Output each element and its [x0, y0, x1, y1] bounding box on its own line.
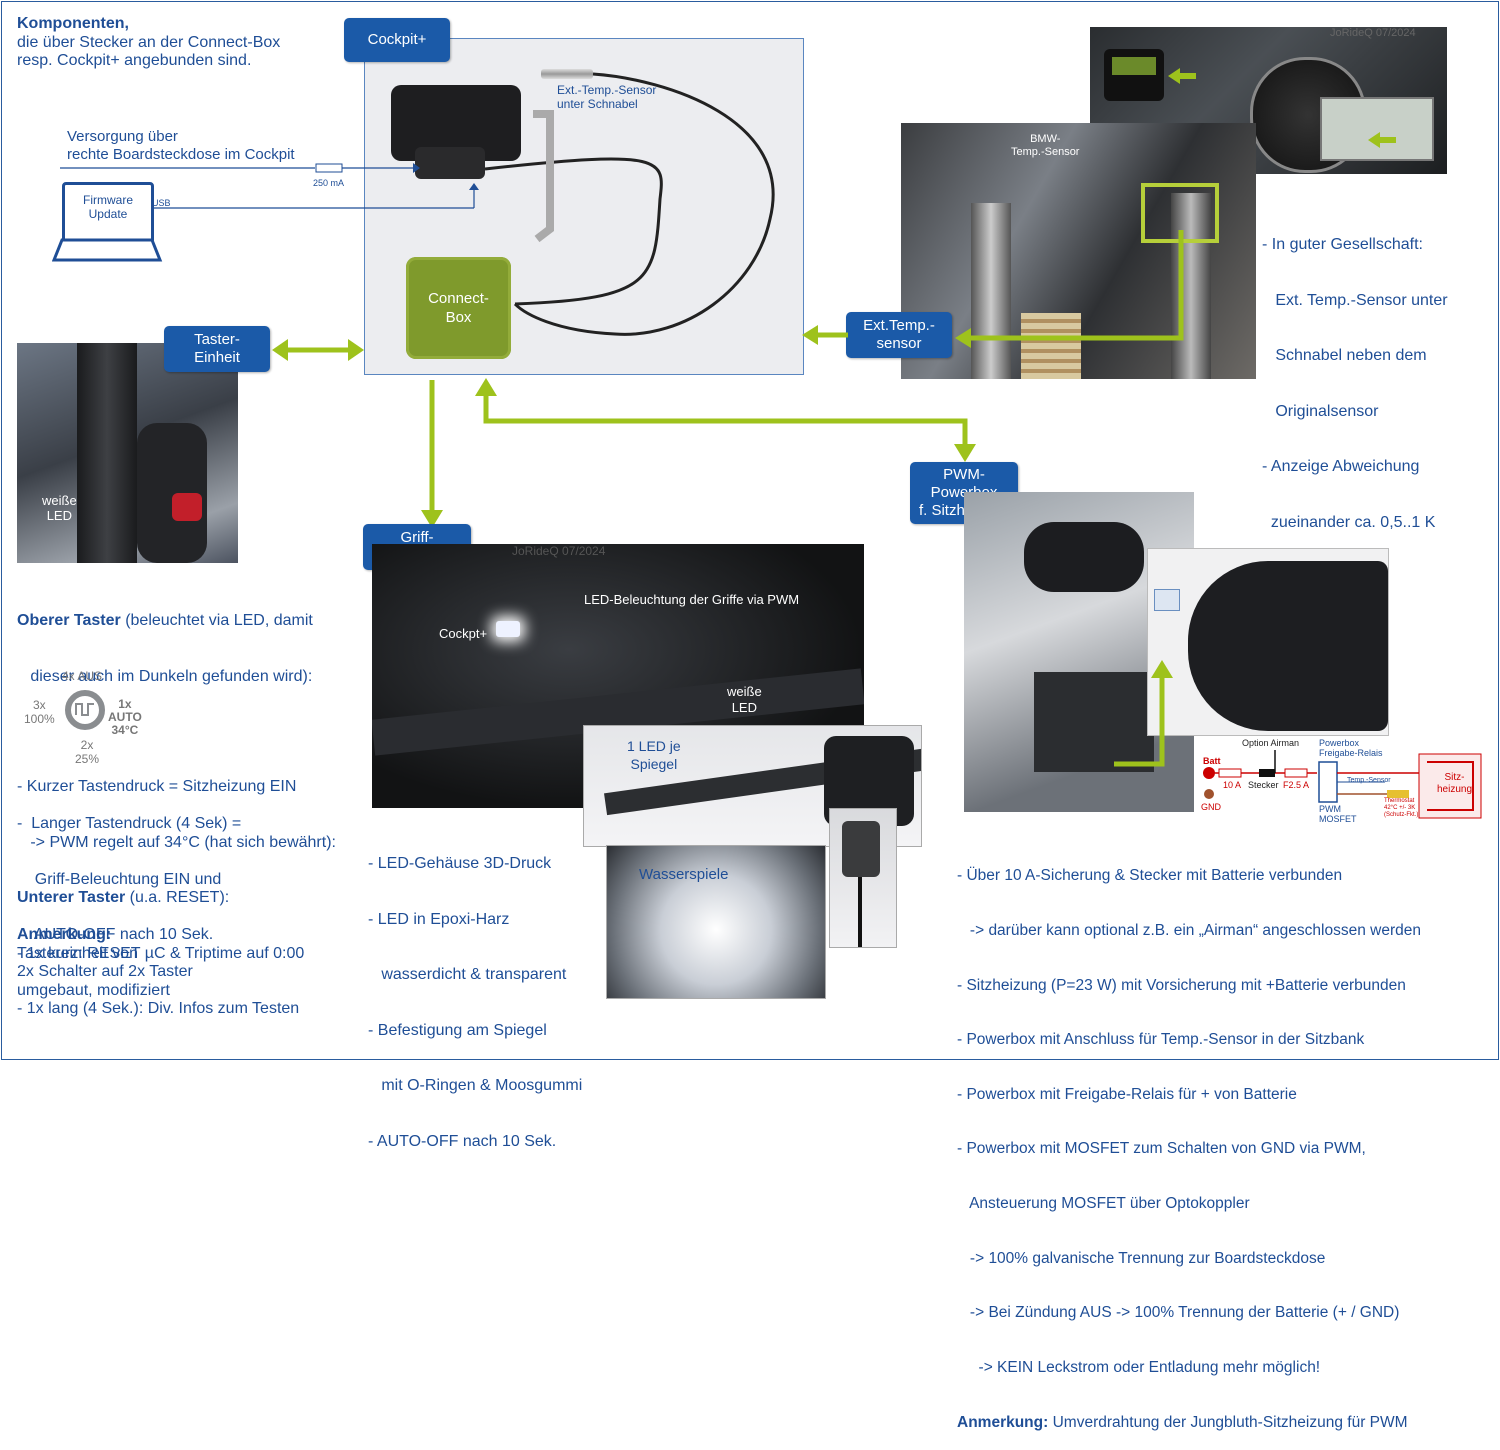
- tag-exttemp: Ext.Temp.- sensor: [846, 312, 952, 358]
- lcd-display: [1320, 97, 1434, 161]
- header-line: resp. Cockpit+ angebunden sind.: [17, 52, 252, 69]
- pwm-box-small: [1154, 589, 1180, 611]
- outer-frame: [1, 1, 1499, 1060]
- cockpit-panel: Ext.-Temp.-Sensor unter Schnabel Connect…: [364, 38, 804, 375]
- cockpit-connectors: [415, 147, 485, 179]
- seat-well: [1024, 522, 1144, 592]
- tag-taster: Taster- Einheit: [164, 326, 270, 372]
- header-title: Komponenten,: [17, 15, 129, 32]
- fuse-label: 250 mA: [313, 178, 345, 188]
- pwm-notes: - Über 10 A-Sicherung & Stecker mit Batt…: [957, 867, 1421, 1431]
- versorgung-label: Versorgung über rechte Boardsteckdose im…: [67, 128, 295, 163]
- fork-right: [1171, 193, 1211, 379]
- schematic: Option Airman Powerbox Freigabe-Relais B…: [1197, 736, 1485, 828]
- fork-left: [971, 203, 1011, 379]
- arrow-to-cockpit: [802, 325, 848, 345]
- header-line: die über Stecker an der Connect-Box: [17, 33, 281, 51]
- arrow-icon: [1368, 132, 1396, 148]
- usb-label: USB: [152, 198, 171, 208]
- wiring: [60, 163, 479, 209]
- arrow-to-pwm: [475, 378, 976, 462]
- cockpit-led: [496, 621, 520, 637]
- right-notes: - In guter Gesellschaft: Ext. Temp.-Sens…: [1262, 236, 1448, 531]
- arrow-to-griff: [421, 380, 443, 528]
- connect-box: Connect- Box: [406, 257, 511, 359]
- tag-cockpit: Cockpit+: [344, 18, 450, 62]
- arrow-seat: [1114, 660, 1173, 767]
- arrow-icon: [1168, 68, 1196, 84]
- led-housing: [842, 821, 880, 877]
- spring: [1021, 313, 1081, 379]
- battery-area: [1034, 672, 1154, 772]
- temp-sensor-probe: [541, 69, 593, 79]
- header: Komponenten, die über Stecker an der Con…: [17, 15, 280, 71]
- taster-led-label: weiße LED: [42, 493, 77, 523]
- handlebar: [77, 343, 137, 563]
- laptop-base-icon: [52, 238, 163, 262]
- griff-notes: - LED-Gehäuse 3D-Druck - LED in Epoxi-Ha…: [368, 855, 583, 1150]
- led-cable: [858, 877, 862, 947]
- stop-switch: [172, 493, 202, 521]
- cockpit-display: [1104, 49, 1164, 101]
- wasser-photo: Wasserspiele: [606, 845, 826, 999]
- seat-underside: [1188, 561, 1388, 731]
- cycle-icon: [65, 690, 105, 730]
- taster-photo: weiße LED: [17, 343, 238, 563]
- seat-photo: [1147, 548, 1389, 736]
- arrow-exttemp: [955, 230, 1184, 348]
- unterer-section: Unterer Taster (u.a. RESET): - 1x kurz: …: [17, 889, 305, 1017]
- sensor-cable: [484, 72, 775, 336]
- watermark: JoRideQ 07/2024: [1330, 27, 1416, 39]
- oberer-section: Oberer Taster (beleuchtet via LED, damit…: [17, 612, 336, 851]
- anmerkung-left: Anmerkung: Tastereinheit von 2x Schalter…: [17, 926, 193, 999]
- oberer-lang: - Langer Tastendruck (4 Sek) = Griff-Bel…: [17, 815, 242, 943]
- laptop-screen-icon: Firmware Update: [62, 182, 154, 244]
- bmw-sensor-label: BMW- Temp.-Sensor: [1011, 133, 1080, 158]
- led-housing-photo: [829, 808, 897, 948]
- arrow-double-taster: [272, 339, 364, 361]
- mode-cycle: 4x AUS 3x 100% 1x AUTO 34°C 2x 25%: [24, 669, 142, 766]
- ext-sensor-label: Ext.-Temp.-Sensor unter Schnabel: [557, 83, 657, 111]
